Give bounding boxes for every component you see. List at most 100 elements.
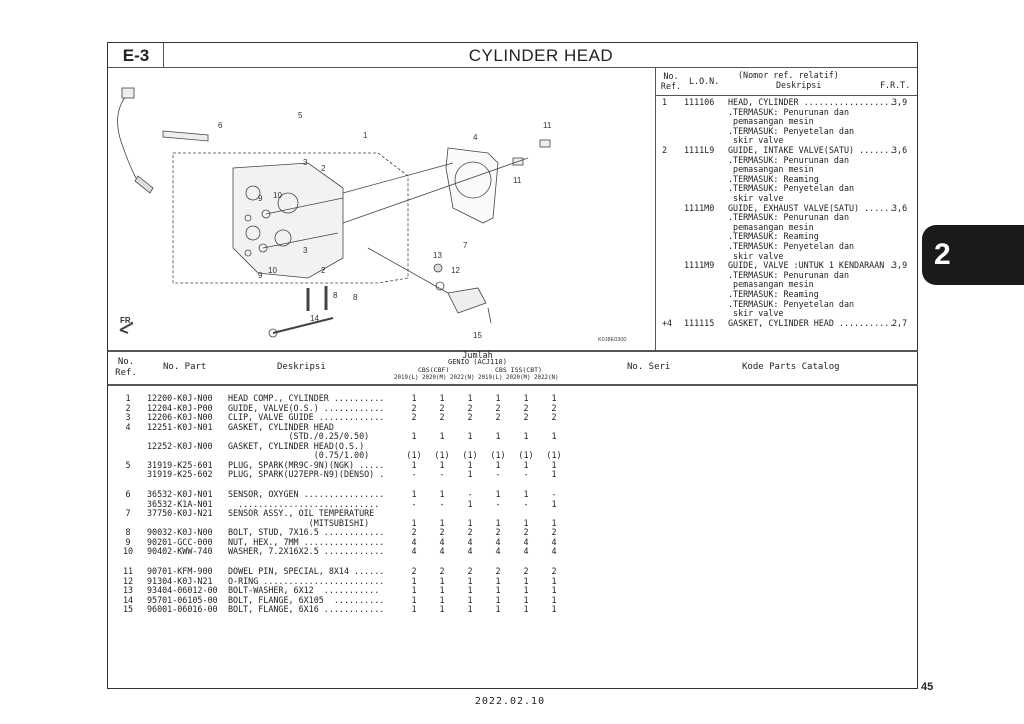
quantity: 1 — [551, 431, 557, 441]
ref-number: 14 — [122, 594, 134, 605]
quantity: 2 — [439, 527, 445, 537]
part-description: PLUG, SPARK(U27EPR-N9)(DENSO) . — [228, 469, 385, 479]
quantity: 1 — [523, 517, 529, 528]
svg-text:11: 11 — [513, 176, 522, 185]
ref-note: .TERMASUK: Reaming — [728, 173, 819, 184]
quantity: 1 — [439, 585, 445, 595]
svg-text:13: 13 — [433, 251, 442, 260]
model-header: GENIO (ACJ110) — [447, 358, 507, 366]
ref-description: GUIDE, VALVE :UNTUK 1 KENDARAAN . — [728, 260, 895, 271]
lon-code: 111115 — [684, 317, 715, 328]
quantity: 1 — [411, 459, 417, 470]
part-number: 93404-06012-00 — [147, 585, 218, 595]
ref-number: +4 — [662, 317, 673, 328]
ref-note: .TERMASUK: Penurunan dan — [728, 212, 850, 223]
ref-number: 10 — [122, 546, 134, 556]
quantity: 1 — [523, 489, 529, 499]
svg-text:5: 5 — [298, 111, 303, 120]
svg-text:9: 9 — [258, 271, 263, 280]
svg-text:3: 3 — [303, 246, 308, 255]
quantity: 1 — [467, 585, 473, 595]
svg-text:7: 7 — [463, 241, 468, 250]
quantity: 2 — [523, 402, 529, 413]
quantity: 1 — [411, 575, 417, 586]
quantity: 2 — [551, 566, 557, 576]
chapter-tab[interactable]: 2 — [922, 225, 1024, 285]
quantity: - — [439, 498, 445, 509]
divider — [655, 95, 918, 96]
quantity: - — [411, 469, 417, 479]
quantity: 1 — [467, 431, 473, 441]
svg-text:15: 15 — [473, 331, 482, 340]
part-description: WASHER, 7.2X16X2.5 ............ — [228, 546, 385, 556]
quantity: 4 — [495, 546, 501, 556]
quantity: 1 — [551, 393, 557, 403]
ref-number: 6 — [125, 489, 131, 499]
part-number: 31919-K25-602 — [147, 469, 213, 479]
ref-description: HEAD, CYLINDER .................. — [728, 97, 895, 107]
svg-text:2: 2 — [321, 266, 326, 275]
quantity: (1) — [490, 450, 506, 460]
quantity: 4 — [439, 536, 445, 547]
quantity: 1 — [551, 459, 557, 470]
quantity: 1 — [551, 594, 557, 605]
part-number: 90032-K0J-N00 — [147, 527, 213, 537]
quantity: 1 — [495, 594, 501, 605]
quantity: 1 — [551, 498, 557, 509]
ref-note: pemasangan mesin — [728, 116, 814, 127]
quantity: 1 — [411, 585, 417, 595]
ref-note: pemasangan mesin — [728, 164, 814, 175]
diagram-code: K0J8E0300 — [598, 337, 626, 343]
quantity: 1 — [439, 431, 445, 441]
publication-date: 2022.02.10 — [474, 696, 546, 707]
part-description: BOLT, FLANGE, 6X105 .......... — [228, 594, 385, 605]
part-description: SENSOR, OXYGEN ................ — [228, 489, 385, 499]
frt-value: 3,9 — [892, 97, 908, 107]
quantity: - — [467, 489, 473, 499]
quantity: - — [411, 498, 417, 509]
lon-code: 1111M0 — [684, 202, 715, 213]
quantity: 2 — [411, 566, 417, 576]
part-number: 12204-K0J-P00 — [147, 402, 213, 413]
description-header: Deskripsi — [277, 362, 326, 372]
divider — [108, 384, 918, 386]
part-description: (MITSUBISHI) — [228, 517, 370, 528]
section-code: E-3 — [122, 46, 150, 65]
group-header-cbs: CBS(CBF) — [418, 366, 450, 374]
ref-description: GUIDE, EXHAUST VALVE(SATU) ...... — [728, 202, 895, 213]
quantity: 1 — [439, 575, 445, 586]
ref-number: 11 — [122, 566, 134, 576]
catalog-header: Kode Parts Catalog — [742, 362, 840, 372]
frt-value: 3,9 — [892, 260, 908, 271]
quantity: - — [439, 469, 445, 479]
ref-note: .TERMASUK: Penyetelan dan — [728, 183, 855, 194]
quantity: 2 — [523, 566, 529, 576]
part-description: BOLT, STUD, 7X16.5 ............ — [228, 527, 385, 537]
svg-text:8: 8 — [353, 293, 358, 302]
ref-header: No. Ref. — [660, 71, 682, 91]
ref-note: .TERMASUK: Penyetelan dan — [728, 125, 855, 136]
part-description: SENSOR ASSY., OIL TEMPERATURE — [228, 508, 375, 518]
part-number: 37750-K0J-N21 — [147, 508, 213, 518]
quantity: 1 — [439, 604, 445, 614]
divider — [655, 68, 656, 350]
ref-note: .TERMASUK: Penurunan dan — [728, 269, 850, 280]
year-header: 2019(L) — [478, 375, 503, 381]
group-header-cbs-iss: CBS ISS(CBT) — [495, 366, 542, 374]
quantity: 1 — [439, 517, 445, 528]
oil-temperature-sensor-shape — [447, 287, 487, 314]
quantity: 2 — [467, 566, 473, 576]
ref-number: 7 — [125, 508, 131, 518]
quantity: - — [523, 498, 529, 509]
ref-number: 1 — [662, 97, 668, 107]
quantity: 1 — [523, 431, 529, 441]
svg-text:8: 8 — [333, 291, 338, 300]
part-number: 90201-GCC-000 — [147, 536, 213, 547]
quantity: 1 — [523, 594, 529, 605]
quantity: 1 — [411, 517, 417, 528]
quantity: 2 — [551, 402, 557, 413]
ref-note: skir valve — [728, 135, 784, 146]
ref-number: 1 — [125, 393, 131, 403]
quantity: 2 — [523, 527, 529, 537]
cylinder-head-shape — [232, 162, 344, 279]
